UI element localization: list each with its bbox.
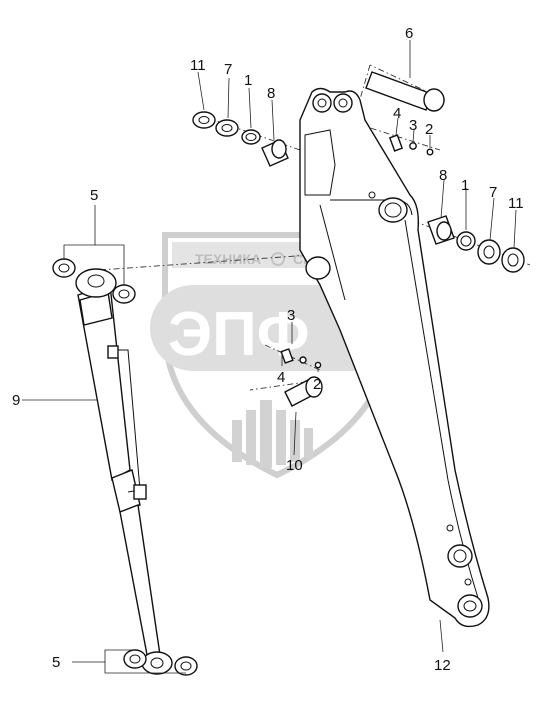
callout-11: 11 xyxy=(190,57,206,74)
callout-1-right: 1 xyxy=(461,177,469,194)
washers-and-bushings xyxy=(52,71,525,676)
callout-2: 2 xyxy=(425,121,433,138)
leader-lines xyxy=(22,40,517,674)
callout-5-bottom: 5 xyxy=(52,654,60,671)
callout-3-lower: 3 xyxy=(287,307,295,324)
callout-6: 6 xyxy=(405,25,413,42)
callout-1: 1 xyxy=(244,72,252,89)
callout-3: 3 xyxy=(409,117,417,134)
callout-4-lower: 4 xyxy=(277,369,285,386)
callout-12: 12 xyxy=(434,657,451,674)
cylinder-part-9 xyxy=(75,268,173,675)
callout-9: 9 xyxy=(12,392,20,409)
callout-2-lower: 2 xyxy=(313,376,321,393)
boom-part-12 xyxy=(299,87,490,628)
callout-7-right: 7 xyxy=(489,184,497,201)
callout-4: 4 xyxy=(393,105,401,122)
callout-11-right: 11 xyxy=(508,195,524,212)
callout-10: 10 xyxy=(286,457,303,474)
callout-7: 7 xyxy=(224,61,232,78)
callout-labels: 11 7 1 8 6 4 3 2 8 1 7 11 5 9 3 4 2 10 5… xyxy=(12,25,524,674)
watermark-top-text: ТЕХНИКА xyxy=(195,251,261,267)
callout-8-right: 8 xyxy=(439,167,447,184)
watermark-logo: ТЕХНИКА СПЕЦ ЭПФ xyxy=(150,232,400,479)
callout-5-top: 5 xyxy=(90,187,98,204)
callout-8: 8 xyxy=(267,85,275,102)
